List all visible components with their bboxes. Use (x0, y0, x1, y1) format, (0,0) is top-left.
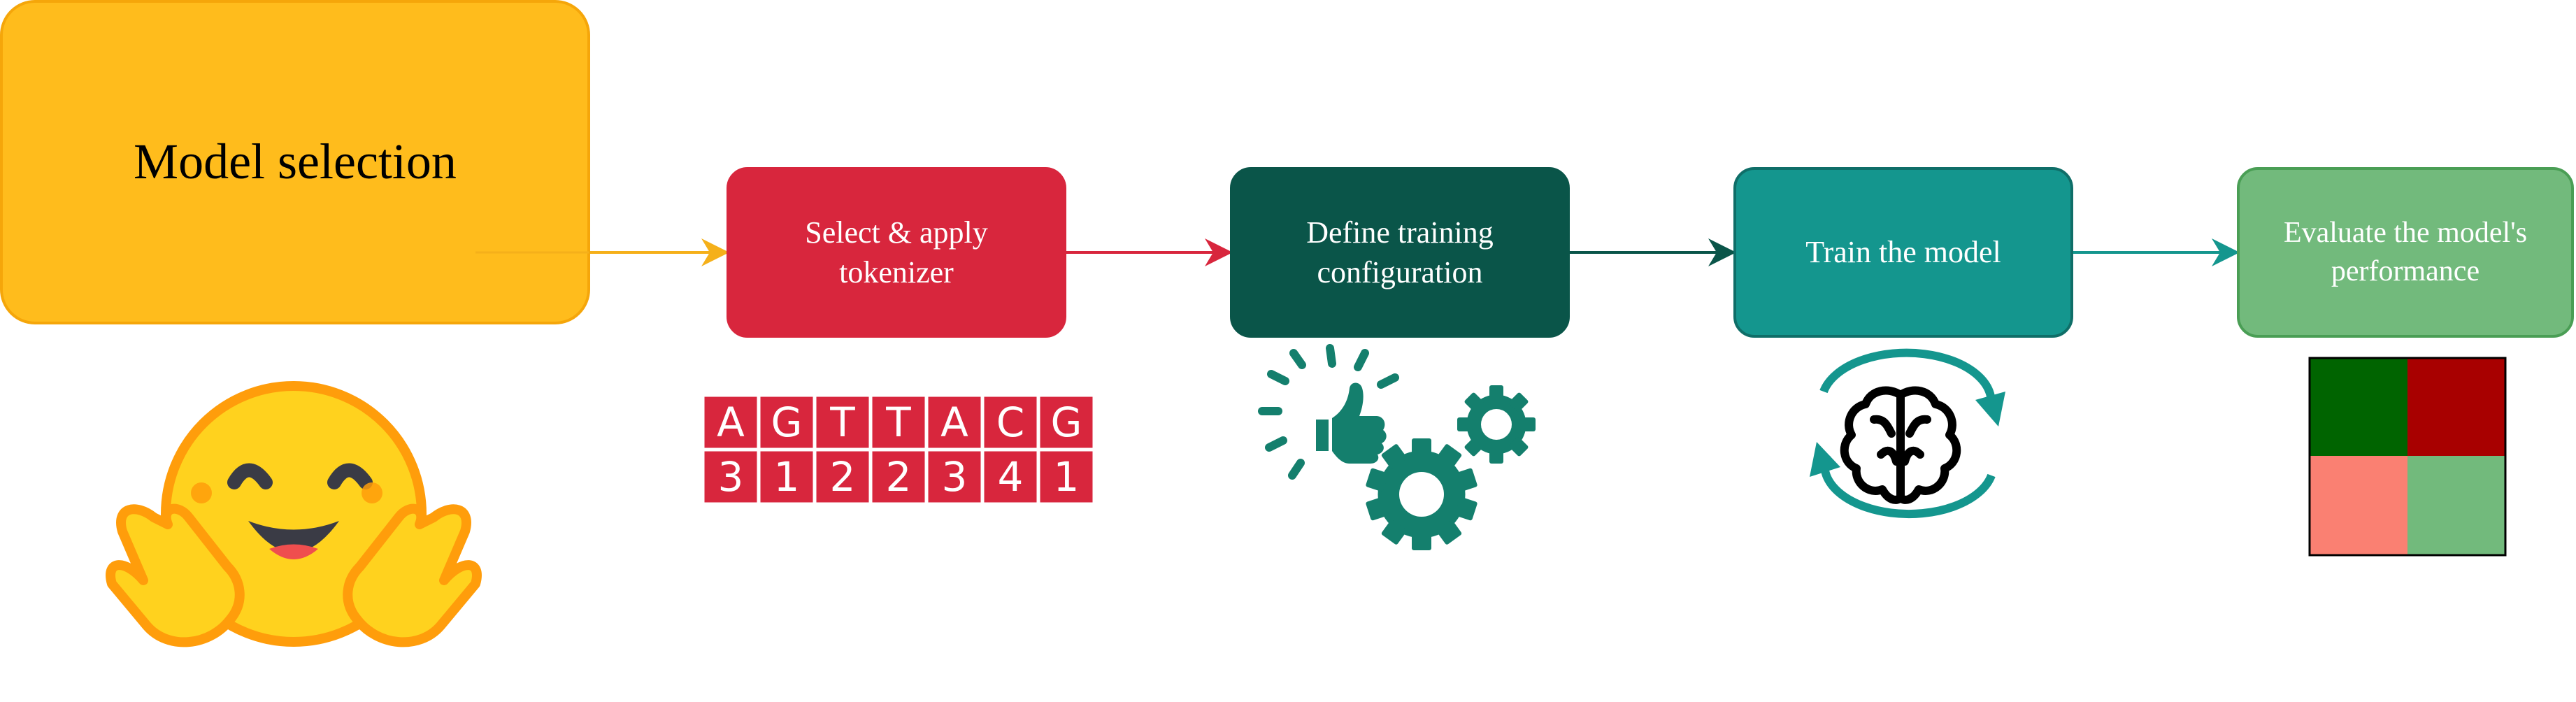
matrix-cell-top-right (2407, 358, 2505, 456)
tokenizer-base: A (717, 399, 745, 446)
step-box-train-model (1733, 167, 2073, 338)
tokenizer-base: G (771, 399, 803, 446)
matrix-cell-top-left (2310, 358, 2407, 456)
tokenizer-id: 4 (997, 453, 1024, 501)
tokenizer-base: T (886, 399, 911, 446)
tokenizer-base: G (1050, 399, 1082, 446)
tokenizer-base: T (830, 399, 855, 446)
tokenizer-cell (868, 447, 929, 506)
tokenizer-base: C (996, 399, 1025, 446)
tokenizer-cell (1036, 393, 1096, 452)
tokenizer-id: 1 (1053, 453, 1080, 501)
step-box-model-selection (0, 0, 590, 324)
tokenizer-cell (813, 447, 873, 506)
step-label-train-model: Train the model (1805, 235, 2001, 270)
matrix-cell-bottom-right (2407, 456, 2505, 555)
step-label-model-selection: Model selection (134, 134, 457, 190)
tokenizer-cell (813, 393, 873, 452)
step-box-evaluate (2237, 167, 2574, 338)
step-box-tokenizer (727, 167, 1066, 338)
tokenizer-cell (980, 447, 1040, 506)
step-label-training-config: Define training configuration (1306, 215, 1494, 289)
hugging-face-emoji-icon (106, 381, 482, 647)
tokenizer-cell (924, 393, 985, 452)
tokenizer-cell (757, 447, 817, 506)
step-box-training-config (1230, 167, 1570, 338)
tokenizer-cell (701, 447, 761, 506)
tokenizer-cell (1036, 447, 1096, 506)
tokenizer-id: 2 (885, 453, 912, 501)
tokenizer-id: 3 (941, 453, 968, 501)
tokenizer-cell (980, 393, 1040, 452)
tokenizer-id: 2 (829, 453, 856, 501)
tokenizer-id: 1 (773, 453, 800, 501)
tokenizer-base: A (940, 399, 968, 446)
step-label-evaluate: Evaluate the model's performance (2283, 217, 2528, 287)
matrix-cell-bottom-left (2310, 456, 2407, 555)
confusion-matrix-icon (2308, 357, 2507, 557)
brain-cycle-icon (1810, 348, 2005, 519)
tokenizer-grid (701, 393, 1096, 506)
tokenizer-id: 3 (717, 453, 744, 501)
thumbs-up-gears-icon (1258, 344, 1536, 550)
step-label-tokenizer: Select & apply tokenizer (805, 215, 988, 289)
